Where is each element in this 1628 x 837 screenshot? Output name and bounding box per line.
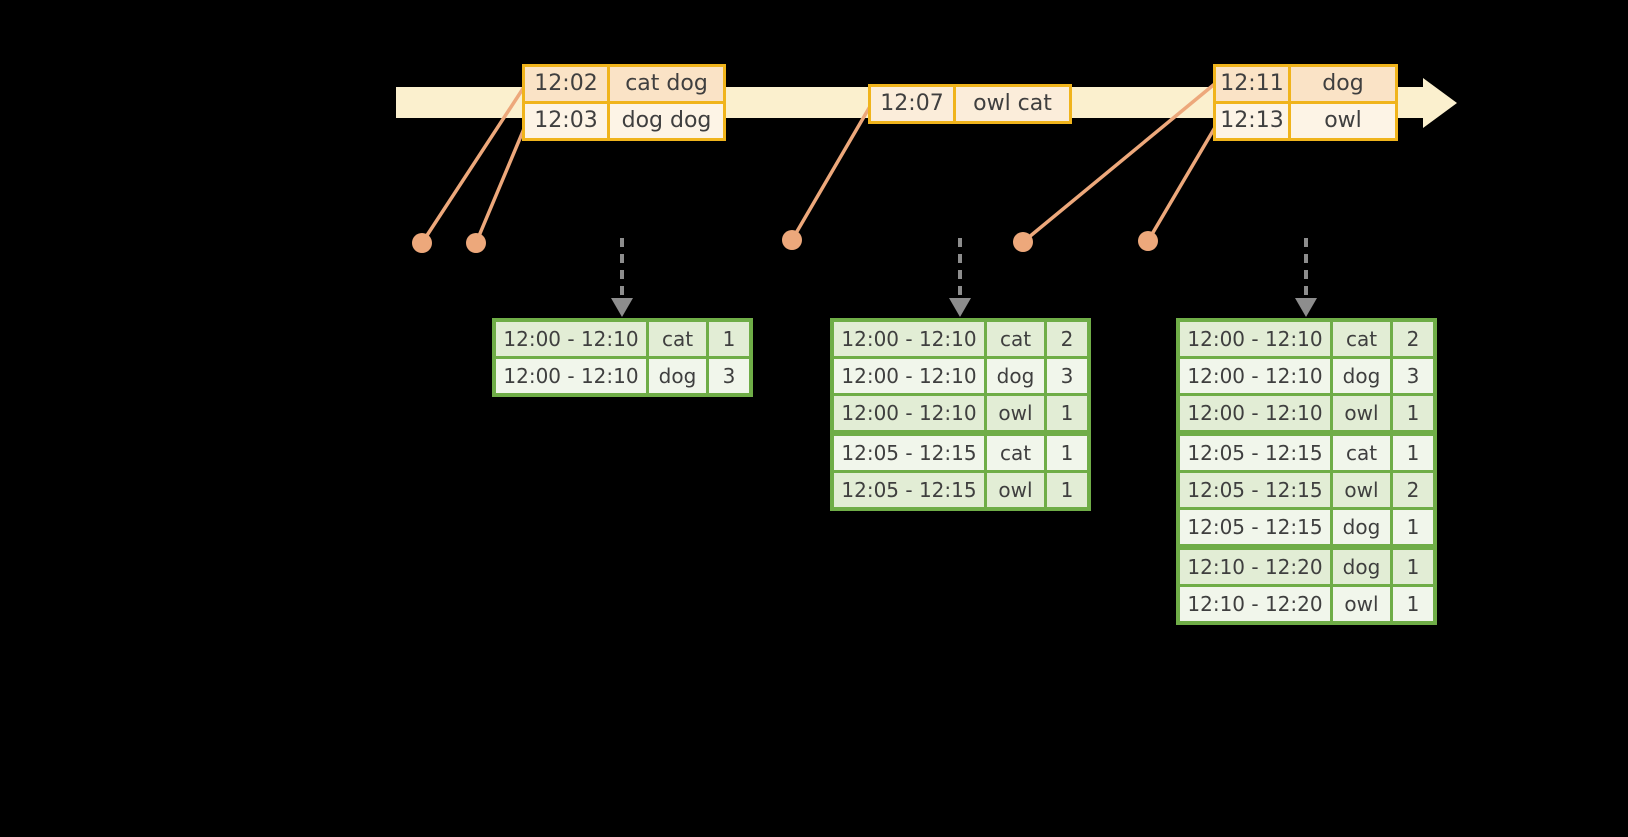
event-time: 12:11 [1216,67,1288,101]
window-range-cell: 12:00 - 12:10 [496,322,646,356]
count-cell: 1 [1393,510,1433,544]
window-range-cell: 12:00 - 12:10 [834,359,984,393]
word-cell: owl [1333,473,1390,507]
count-cell: 2 [1393,473,1433,507]
window-range-cell: 12:00 - 12:10 [1180,396,1330,430]
window-range-cell: 12:00 - 12:10 [1180,359,1330,393]
window-range-cell: 12:00 - 12:10 [834,322,984,356]
window-range-cell: 12:00 - 12:10 [1180,322,1330,356]
event-connector-line [420,83,528,244]
event-time: 12:02 [525,67,607,101]
word-cell: dog [649,359,706,393]
count-cell: 1 [1047,473,1087,507]
event-connector-line [1021,80,1219,244]
count-cell: 1 [1393,436,1433,470]
event-time: 12:13 [1216,104,1288,138]
window-range-cell: 12:05 - 12:15 [1180,436,1330,470]
count-cell: 3 [709,359,749,393]
event-words: cat dog [610,67,723,101]
window-range-cell: 12:10 - 12:20 [1180,550,1330,584]
window-range-cell: 12:10 - 12:20 [1180,587,1330,621]
word-cell: cat [1333,436,1390,470]
event-words: dog [1291,67,1395,101]
word-cell: owl [1333,587,1390,621]
word-cell: cat [987,322,1044,356]
count-cell: 2 [1047,322,1087,356]
window-range-cell: 12:05 - 12:15 [1180,510,1330,544]
count-cell: 1 [1047,396,1087,430]
word-cell: dog [1333,550,1390,584]
window-range-cell: 12:00 - 12:10 [834,396,984,430]
word-cell: owl [987,473,1044,507]
window-range-cell: 12:00 - 12:10 [496,359,646,393]
word-cell: owl [1333,396,1390,430]
event-words: dog dog [610,104,723,138]
count-cell: 3 [1047,359,1087,393]
event-marker-dot-icon [782,230,802,250]
count-cell: 1 [1393,396,1433,430]
event-time: 12:07 [871,87,953,121]
count-cell: 1 [1047,436,1087,470]
window-range-cell: 12:05 - 12:15 [1180,473,1330,507]
word-cell: cat [1333,322,1390,356]
event-marker-dot-icon [466,233,486,253]
word-cell: cat [649,322,706,356]
count-cell: 1 [709,322,749,356]
window-range-cell: 12:05 - 12:15 [834,436,984,470]
window-range-cell: 12:05 - 12:15 [834,473,984,507]
event-words: owl cat [956,87,1069,121]
word-cell: dog [1333,510,1390,544]
timeline-arrowhead-icon [1423,78,1457,128]
trigger-arrow-icon [611,238,633,317]
event-connector-line [1146,123,1219,242]
word-cell: dog [1333,359,1390,393]
count-cell: 1 [1393,587,1433,621]
trigger-arrow-icon [949,238,971,317]
trigger-arrow-icon [1295,238,1317,317]
count-cell: 1 [1393,550,1433,584]
count-cell: 3 [1393,359,1433,393]
count-cell: 2 [1393,322,1433,356]
event-connector-line [790,102,874,241]
word-cell: dog [987,359,1044,393]
event-connector-line [474,123,528,244]
event-words: owl [1291,104,1395,138]
event-marker-dot-icon [1013,232,1033,252]
event-time: 12:03 [525,104,607,138]
event-marker-dot-icon [412,233,432,253]
event-marker-dot-icon [1138,231,1158,251]
word-cell: owl [987,396,1044,430]
word-cell: cat [987,436,1044,470]
